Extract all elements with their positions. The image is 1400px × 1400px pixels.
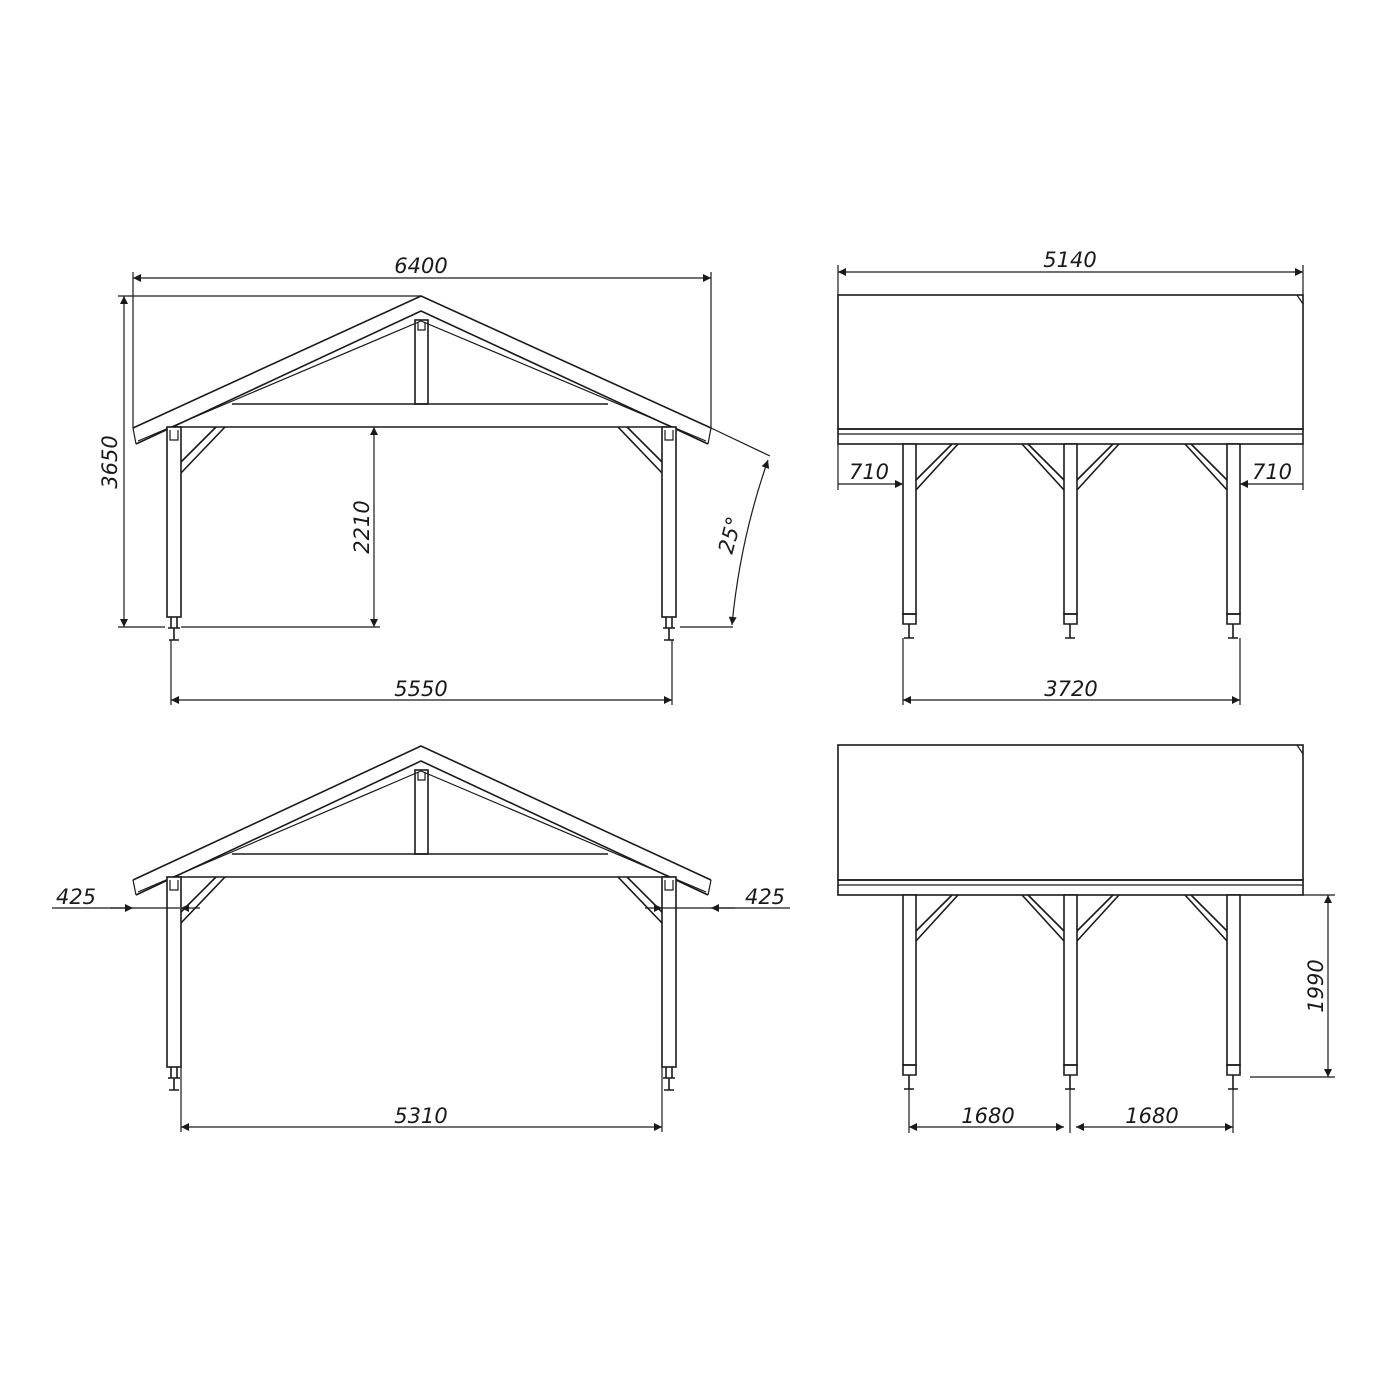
dim-overhang-left-bottom: 425 [56, 885, 96, 909]
dim-post-height: 1990 [1304, 959, 1328, 1012]
dim-post-span-side: 3720 [1044, 677, 1097, 701]
gable-elevation-bottom: 425 425 5310 [52, 745, 790, 1132]
dim-roof-pitch: 25° [714, 514, 747, 556]
side-elevation-top: 5140 710 710 3720 [837, 248, 1304, 705]
side-elevation-bottom: 1990 1680 1680 [837, 744, 1335, 1133]
gable-elevation-top: 6400 3650 2210 25° 5550 [98, 254, 771, 705]
dim-bay-right: 1680 [1125, 1104, 1178, 1128]
dim-roof-length: 5140 [1043, 248, 1096, 272]
dim-overhang-left: 710 [849, 460, 889, 484]
dim-post-span-front: 5550 [394, 677, 447, 701]
dim-eave-height: 2210 [350, 500, 374, 553]
dim-overhang-right-bottom: 425 [745, 885, 785, 909]
dim-overhang-right: 710 [1252, 460, 1292, 484]
dim-post-span-front-bottom: 5310 [394, 1104, 447, 1128]
dim-overall-height: 3650 [98, 435, 122, 488]
dim-bay-left: 1680 [961, 1104, 1014, 1128]
dim-overall-width: 6400 [394, 254, 447, 278]
